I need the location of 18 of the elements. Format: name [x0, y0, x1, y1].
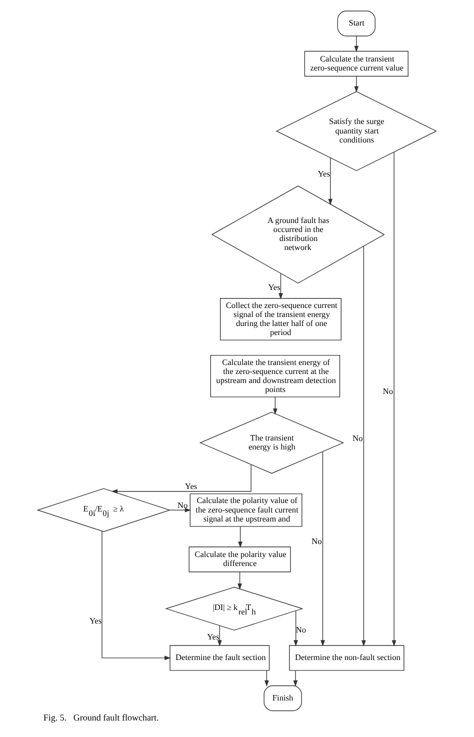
arrow	[328, 158, 333, 206]
caption: Fig. 5. Ground fault flowchart.	[43, 712, 159, 723]
arrow	[362, 246, 366, 646]
arrow	[354, 36, 359, 52]
arrow	[264, 670, 269, 687]
arrow	[102, 530, 171, 660]
arrow	[111, 464, 252, 494]
arrow	[238, 526, 242, 548]
arrow	[170, 508, 192, 512]
arrow	[392, 152, 396, 646]
arrow	[217, 625, 222, 646]
arrow	[320, 451, 325, 646]
arrow	[354, 76, 359, 93]
arrow	[273, 396, 278, 415]
arrow	[238, 572, 242, 590]
arrow	[293, 670, 298, 687]
arrow	[294, 610, 298, 646]
arrow	[278, 273, 283, 300]
